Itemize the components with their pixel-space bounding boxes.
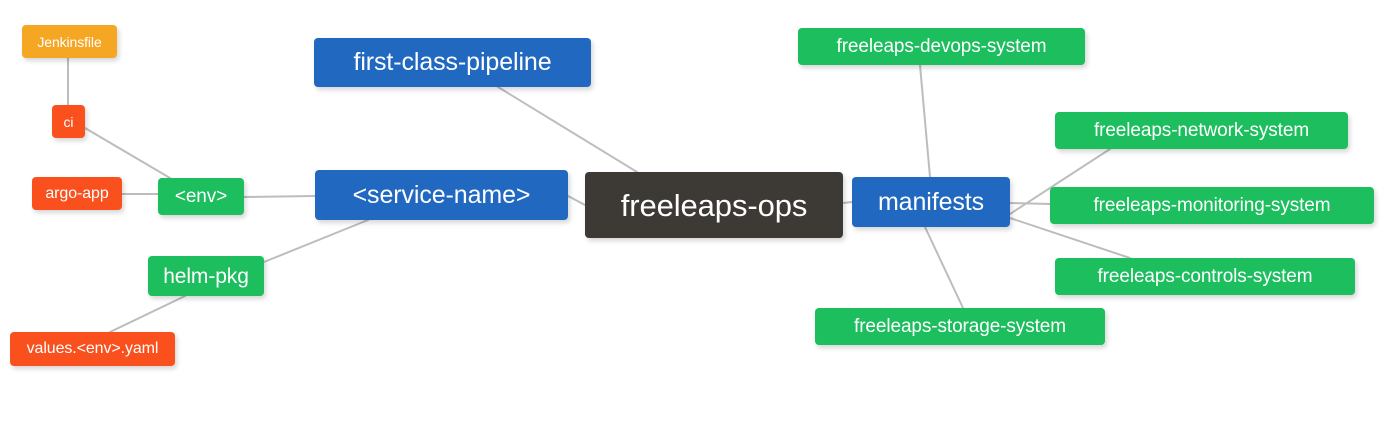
node-freeleaps-network-system[interactable]: freeleaps-network-system — [1055, 112, 1348, 149]
node-label: freeleaps-devops-system — [836, 36, 1047, 57]
node-service-name[interactable]: <service-name> — [315, 170, 568, 220]
node-label: freeleaps-ops — [620, 187, 808, 223]
node-label: <service-name> — [352, 180, 531, 209]
node-freeleaps-monitoring-system[interactable]: freeleaps-monitoring-system — [1050, 187, 1374, 224]
edge-freeleaps-ops-to-service-name — [567, 195, 586, 206]
node-label: first-class-pipeline — [353, 48, 552, 76]
edge-service-name-to-env — [243, 195, 316, 198]
edge-env-to-ci — [84, 127, 171, 179]
node-label: freeleaps-storage-system — [854, 316, 1066, 337]
node-label: values.<env>.yaml — [26, 340, 159, 357]
node-label: argo-app — [45, 184, 109, 202]
edge-manifests-to-freeleaps-controls-system — [1009, 217, 1131, 259]
node-jenkinsfile[interactable]: Jenkinsfile — [22, 25, 117, 58]
node-helm-pkg[interactable]: helm-pkg — [148, 256, 264, 296]
node-label: freeleaps-controls-system — [1097, 266, 1313, 287]
node-env[interactable]: <env> — [158, 178, 244, 215]
edge-freeleaps-ops-to-first-class-pipeline — [497, 86, 638, 173]
edge-manifests-to-freeleaps-devops-system — [919, 64, 931, 178]
node-ci[interactable]: ci — [52, 105, 85, 138]
node-freeleaps-ops[interactable]: freeleaps-ops — [585, 172, 843, 238]
edge-freeleaps-ops-to-manifests — [842, 201, 853, 204]
edge-helm-pkg-to-values-env-yaml — [109, 295, 186, 333]
node-label: helm-pkg — [163, 264, 249, 288]
node-label: freeleaps-monitoring-system — [1093, 195, 1331, 216]
node-label: ci — [63, 113, 74, 130]
node-freeleaps-devops-system[interactable]: freeleaps-devops-system — [798, 28, 1085, 65]
node-argo-app[interactable]: argo-app — [32, 177, 122, 210]
node-freeleaps-controls-system[interactable]: freeleaps-controls-system — [1055, 258, 1355, 295]
node-label: Jenkinsfile — [37, 33, 102, 50]
node-manifests[interactable]: manifests — [852, 177, 1010, 227]
node-label: manifests — [877, 187, 985, 216]
edge-service-name-to-helm-pkg — [263, 219, 369, 263]
node-values-env-yaml[interactable]: values.<env>.yaml — [10, 332, 175, 366]
edge-manifests-to-freeleaps-monitoring-system — [1009, 202, 1051, 205]
node-label: <env> — [174, 186, 228, 207]
node-first-class-pipeline[interactable]: first-class-pipeline — [314, 38, 591, 87]
node-freeleaps-storage-system[interactable]: freeleaps-storage-system — [815, 308, 1105, 345]
node-label: freeleaps-network-system — [1093, 120, 1310, 141]
edge-manifests-to-freeleaps-storage-system — [924, 226, 964, 309]
